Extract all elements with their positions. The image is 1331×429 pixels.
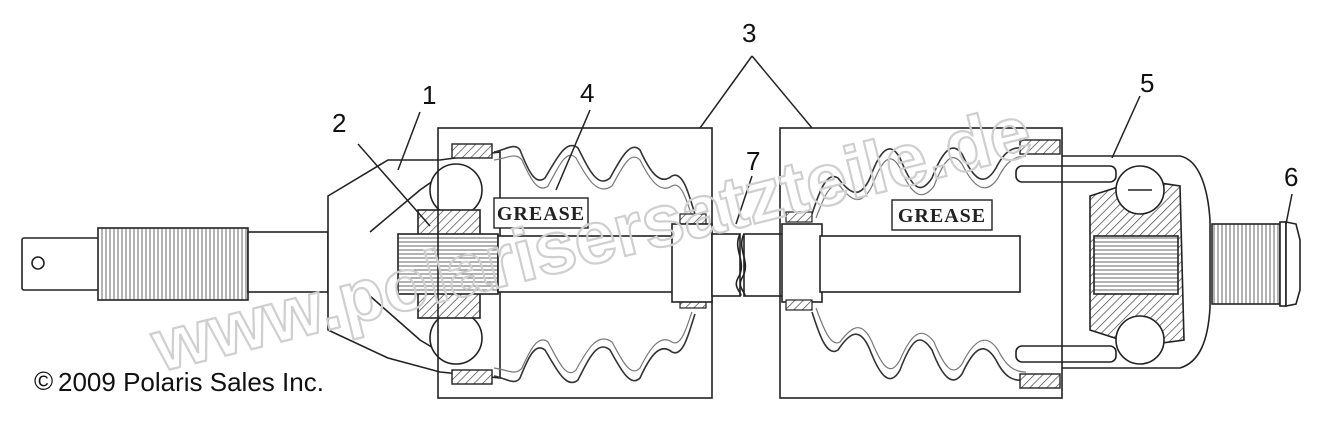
left-clamp-top — [451, 143, 493, 159]
leader-7 — [735, 175, 753, 225]
outer-stub-shaft — [1211, 221, 1301, 307]
right-clamp-small-bottom — [785, 299, 813, 311]
outer-housing-inner-bottom — [1015, 345, 1117, 363]
right-boot-lower — [811, 311, 1027, 382]
left-shaft-collar — [671, 223, 713, 303]
outer-cv-joint — [1015, 155, 1211, 369]
left-boot-assembly: GREASE — [437, 127, 713, 399]
inner-spline-hub — [397, 233, 499, 295]
callout-6: 6 — [1284, 162, 1298, 192]
callout-1: 1 — [422, 80, 436, 110]
callout-3: 3 — [742, 18, 756, 48]
left-boot-lower-inner — [493, 311, 693, 374]
right-boot-assembly: GREASE — [779, 127, 1063, 399]
left-clamp-bottom — [451, 369, 493, 385]
right-shaft-collar — [781, 223, 823, 303]
right-shaft-body — [819, 235, 1021, 293]
leader-3a — [699, 55, 753, 129]
center-axle-shaft — [497, 223, 1021, 303]
break-mark-right — [739, 233, 747, 297]
right-clamp-top — [1019, 139, 1061, 155]
left-grease-box — [493, 197, 589, 229]
shaft-break-right — [743, 233, 785, 297]
break-mark-left — [735, 233, 743, 297]
right-clamp-bottom — [1019, 373, 1061, 389]
right-clamp-small-top — [785, 211, 813, 223]
left-boot-upper-inner — [493, 154, 693, 217]
leader-5 — [1111, 95, 1141, 159]
leader-2 — [357, 143, 431, 227]
left-shaft-body — [497, 235, 699, 293]
right-grease-label: GREASE — [898, 205, 986, 227]
outer-stub-tip — [1285, 221, 1301, 307]
copyright-notice: © 2009 Polaris Sales Inc. — [34, 366, 324, 397]
right-boot-upper — [811, 146, 1027, 215]
left-spline-section — [97, 227, 249, 301]
shaft-break-left — [711, 233, 741, 297]
leader-lines — [357, 55, 1293, 227]
outer-joint-housing — [1062, 155, 1211, 369]
callout-2: 2 — [332, 108, 346, 138]
leader-6 — [1285, 193, 1293, 225]
callout-7: 7 — [746, 146, 760, 176]
outer-housing-inner-top — [1015, 165, 1117, 183]
callout-numbers: 1 2 3 4 5 6 7 — [332, 18, 1298, 192]
left-boot-lower — [493, 313, 696, 384]
right-boot-lower-inner — [815, 307, 1027, 373]
copyright-text: 2009 Polaris Sales Inc. — [58, 367, 324, 397]
callout-5: 5 — [1140, 68, 1154, 98]
leader-3b — [751, 55, 813, 129]
right-boot-frame — [779, 127, 1063, 399]
leader-4 — [555, 109, 591, 191]
left-boot-upper — [493, 144, 696, 215]
outer-stub-ring — [1279, 221, 1287, 307]
left-grease-label: GREASE — [497, 203, 585, 225]
right-grease-box — [891, 199, 993, 231]
callout-4: 4 — [580, 78, 594, 108]
outer-ball-lower — [1115, 315, 1165, 365]
outer-stub-spline — [1211, 223, 1281, 305]
outer-spline-hub — [1093, 235, 1179, 295]
inner-cv-joint — [21, 151, 501, 379]
copyright-symbol: © — [34, 366, 53, 396]
right-boot-upper-inner — [815, 155, 1027, 219]
leader-1 — [397, 111, 421, 171]
shaft-eye-hole — [31, 256, 45, 270]
